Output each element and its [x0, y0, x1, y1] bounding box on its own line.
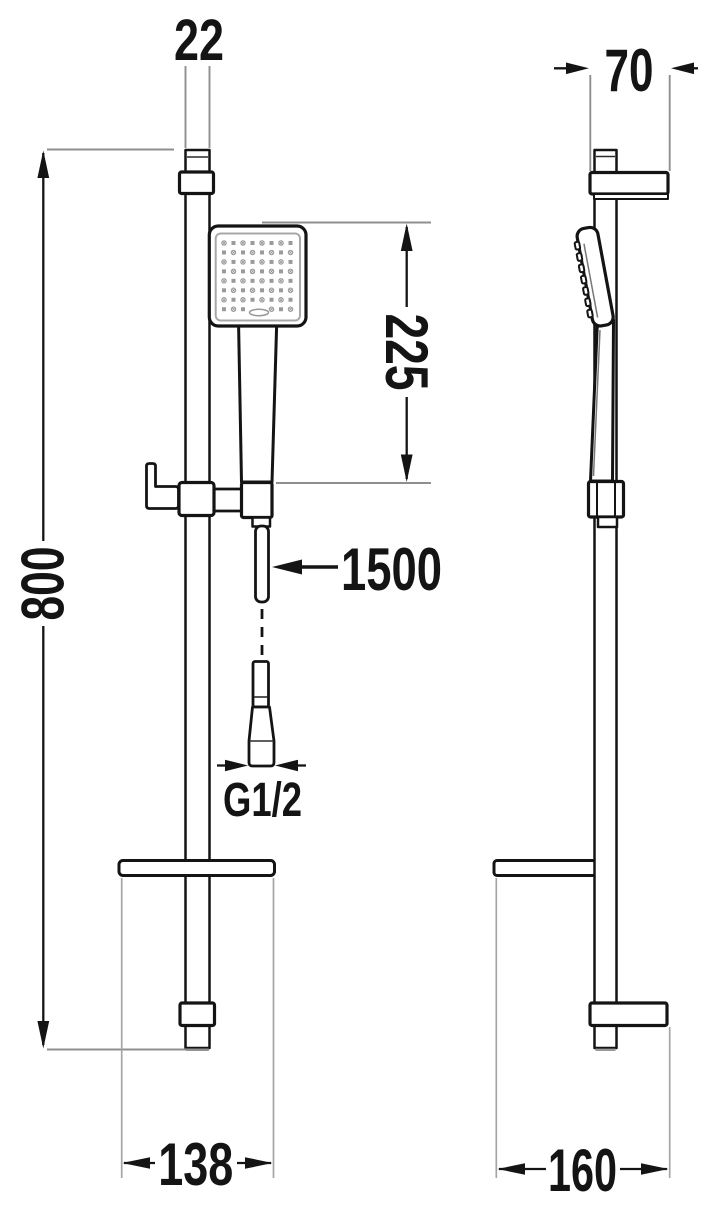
label-handset-length: 225 — [373, 314, 440, 391]
side-top-bracket — [588, 170, 670, 196]
label-front-footprint: 138 — [158, 1131, 233, 1198]
nozzle-bump — [575, 252, 584, 262]
front-bottom-bracket — [178, 1001, 217, 1028]
front-view — [117, 148, 308, 1052]
nozzle-bump — [584, 297, 592, 308]
front-slider-link — [212, 487, 244, 513]
front-handle — [237, 318, 279, 484]
side-shower-head — [573, 225, 615, 328]
side-view — [492, 148, 670, 1052]
side-bottom-bracket — [588, 1001, 669, 1028]
dimension-225: 225 — [262, 221, 440, 484]
dimension-g12: G1/2 — [217, 759, 306, 827]
front-top-bracket — [177, 170, 216, 196]
side-nozzle-bumps — [573, 240, 594, 319]
side-top-bracket-lip — [593, 193, 669, 200]
side-shelf — [492, 859, 598, 877]
side-handle-contour — [592, 329, 601, 477]
nozzle-bump — [577, 263, 586, 274]
spray-dot-grid — [221, 240, 294, 312]
dimension-160: 160 — [495, 878, 671, 1204]
nozzle-bump — [582, 286, 590, 296]
side-handle-holder — [586, 479, 626, 519]
front-logo-oval — [248, 308, 270, 317]
label-bracket-depth: 70 — [605, 37, 654, 104]
hose-cone — [247, 705, 276, 768]
label-thread-size: G1/2 — [223, 774, 302, 827]
dimension-22: 22 — [174, 8, 224, 148]
label-hose-length: 1500 — [341, 536, 442, 603]
hose-nipple — [251, 660, 270, 709]
label-side-footprint: 160 — [548, 1137, 617, 1200]
front-shelf — [117, 859, 276, 877]
front-slide-bar — [184, 148, 211, 1050]
label-rail-height: 800 — [10, 547, 77, 621]
nozzle-bump — [579, 274, 588, 285]
nozzle-bump — [573, 240, 582, 251]
front-handle-holder — [239, 480, 274, 520]
dimension-1500: 1500 — [272, 536, 442, 603]
label-bar-diameter: 22 — [174, 8, 224, 73]
front-hook — [145, 462, 180, 510]
dimension-138: 138 — [120, 878, 275, 1198]
side-head-contour — [583, 243, 599, 318]
dimension-70: 70 — [554, 37, 698, 171]
dimension-800: 800 — [10, 148, 208, 1051]
front-slider-block — [177, 480, 216, 518]
nozzle-bump — [586, 308, 594, 319]
side-holder-nub — [596, 515, 619, 529]
front-hose-stub — [254, 524, 270, 604]
front-shower-face — [214, 232, 301, 322]
